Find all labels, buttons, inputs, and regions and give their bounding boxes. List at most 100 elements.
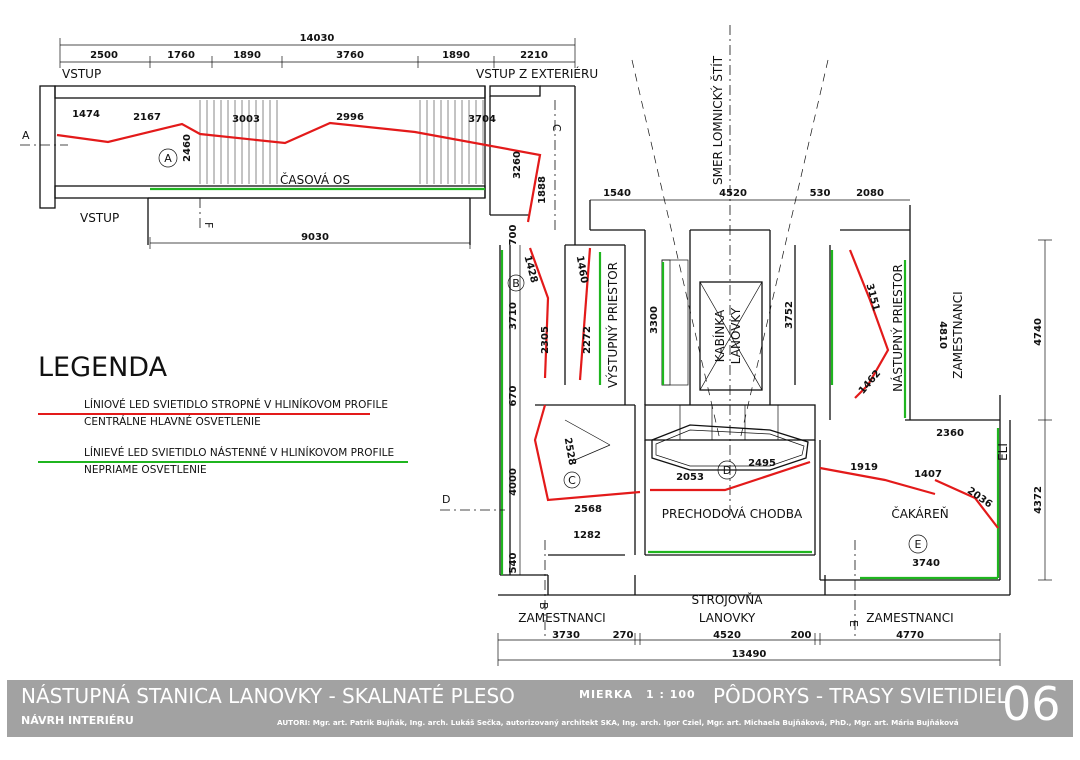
dim-c-run: 1888	[537, 176, 548, 204]
legend-title: LEGENDA	[38, 352, 168, 383]
dim-stair-run-3: 3003	[232, 114, 260, 125]
dim-c-room-3: 1282	[573, 530, 601, 541]
label-entry-bottom-left: VSTUP	[80, 211, 119, 225]
dim-kabinka-side: 3752	[784, 301, 795, 329]
ceiling-light-stairs	[56, 121, 542, 223]
label-corridor: PRECHODOVÁ CHODBA	[662, 506, 803, 521]
top-dimension-chain: 14030 2500 1760 1890 3760 1890 2210	[59, 33, 576, 68]
label-machinery-line1: STROJOVŇA	[692, 592, 764, 607]
dim-nastupny-2: 1462	[857, 368, 883, 396]
dim-stair-height: 2460	[182, 134, 193, 162]
dim-top-seg-1: 2500	[90, 50, 118, 61]
dim-b-1: 700	[508, 225, 519, 246]
legend: LEGENDA LÍNIOVÉ LED SVIETIDLO STROPNÉ V …	[38, 352, 478, 479]
dim-b-5: 540	[508, 553, 519, 574]
dim-top-seg-4: 3760	[336, 50, 364, 61]
section-b-label: B	[537, 602, 550, 610]
label-timeline: ČASOVÁ OS	[280, 172, 350, 187]
dim-d-2: 2495	[748, 458, 776, 469]
dim-vystupny-5: 3300	[649, 306, 660, 334]
wall-lights	[500, 250, 1000, 580]
marker-d	[717, 460, 737, 480]
scale-label: MIERKA	[579, 688, 634, 701]
dim-d-1: 2053	[676, 472, 704, 483]
dim-mid-top-2: 4520	[719, 188, 747, 199]
dim-stair-run-1: 1474	[72, 109, 100, 120]
marker-d-label: D	[723, 464, 731, 477]
dim-cakaren-1: 1919	[850, 462, 878, 473]
dim-vystupny-3: 2305	[540, 326, 551, 354]
dim-cakaren-4: 3740	[912, 558, 940, 569]
label-cabin-line2: LANOVKY	[729, 307, 743, 364]
label-exit-space: VÝSTUPNÝ PRIESTOR	[605, 262, 620, 388]
dim-top-seg-5: 1890	[442, 50, 470, 61]
dim-c-height: 3260	[512, 151, 523, 179]
marker-a	[158, 148, 178, 168]
dim-left-bottom: 9030	[301, 232, 329, 243]
dim-b-3: 670	[508, 386, 519, 407]
dim-cakaren-3: 2036	[965, 485, 994, 510]
dim-b-4: 4000	[508, 468, 519, 496]
dim-top-seg-3: 1890	[233, 50, 261, 61]
dim-right-2: 4372	[1033, 486, 1044, 514]
dim-vystupny-1: 1428	[521, 254, 539, 284]
label-employees-bottom-left: ZAMESTNANCI	[518, 611, 605, 625]
label-entry-exterior: VSTUP Z EXTERIÉRU	[476, 66, 598, 81]
dim-mid-top-4: 2080	[856, 188, 884, 199]
drawing-title: PÔDORYS - TRASY SVIETIDIEL	[713, 684, 1008, 708]
label-machinery-line2: LANOVKY	[699, 611, 756, 625]
project-subtitle: NÁVRH INTERIÉRU	[21, 714, 134, 727]
dim-cakaren-2: 1407	[914, 469, 942, 480]
stair-hall: 9030	[39, 85, 576, 249]
project-title: NÁSTUPNÁ STANICA LANOVKY - SKALNATÉ PLES…	[21, 684, 515, 708]
dim-vystupny-4: 2272	[582, 326, 593, 354]
section-d-label: D	[442, 493, 450, 506]
section-c-label: C	[550, 124, 563, 132]
dim-mid-top-3: 530	[810, 188, 831, 199]
dim-stair-run-4: 2996	[336, 112, 364, 123]
legend-red-line	[38, 413, 370, 415]
dim-c-room-2: 2568	[574, 504, 602, 515]
dim-top-seg-6: 2210	[520, 50, 548, 61]
view-cone-right	[739, 59, 829, 441]
marker-e-label: E	[915, 538, 922, 551]
label-employees-right: ZAMESTNANCI	[951, 291, 965, 378]
label-cabin-line1: KABÍNKA	[712, 309, 727, 362]
dim-vystupny-2: 1460	[574, 255, 590, 284]
dim-bottom-1: 3730	[552, 630, 580, 641]
marker-c-label: C	[568, 474, 576, 487]
dim-bottom-4: 200	[791, 630, 812, 641]
sheet-number: 06	[1002, 677, 1061, 731]
dim-bottom-2: 270	[613, 630, 634, 641]
corridor-frame	[651, 424, 809, 471]
title-block: NÁSTUPNÁ STANICA LANOVKY - SKALNATÉ PLES…	[7, 677, 1073, 737]
station-building	[498, 200, 1011, 596]
floor-plan: 14030 2500 1760 1890 3760 1890 2210 VSTU…	[20, 25, 1052, 666]
marker-a-label: A	[164, 152, 172, 165]
dim-bottom-total: 13490	[732, 649, 767, 660]
marker-e	[908, 534, 928, 554]
marker-b-label: B	[512, 277, 520, 290]
dim-bottom-5: 4770	[896, 630, 924, 641]
label-employees-bottom-right: ZAMESTNANCI	[866, 611, 953, 625]
dim-stair-run-5: 3704	[468, 114, 496, 125]
legend-item-wall-light: LÍNIEVÉ LED SVIETIDLO NÁSTENNÉ V HLINÍKO…	[38, 445, 478, 479]
legend-item-ceiling-light: LÍNIOVÉ LED SVIETIDLO STROPNÉ V HLINÍKOV…	[38, 397, 478, 431]
ceiling-lights	[528, 247, 999, 529]
label-direction: SMER LOMNICKÝ ŠTÍT	[710, 55, 725, 185]
label-elevator: ELI	[996, 443, 1010, 461]
marker-b	[507, 274, 525, 292]
dim-top-total: 14030	[300, 33, 335, 44]
legend-green-text-2: NEPRIAME OSVETLENIE	[84, 464, 207, 476]
label-entry-top-left: VSTUP	[62, 67, 101, 81]
legend-red-text-2: CENTRÁLNE HLAVNÉ OSVETLENIE	[84, 416, 261, 428]
dim-nastupny-1: 3151	[863, 282, 881, 312]
dim-right-inner-2: 2360	[936, 428, 964, 439]
dim-right-1: 4740	[1033, 318, 1044, 346]
authors: AUTORI: Mgr. art. Patrik Bujňák, Ing. ar…	[277, 718, 959, 727]
legend-red-text-1: LÍNIOVÉ LED SVIETIDLO STROPNÉ V HLINÍKOV…	[84, 399, 388, 411]
dim-bottom-3: 4520	[713, 630, 741, 641]
legend-green-text-1: LÍNIEVÉ LED SVIETIDLO NÁSTENNÉ V HLINÍKO…	[84, 447, 395, 459]
dim-top-seg-2: 1760	[167, 50, 195, 61]
label-boarding-space: NÁSTUPNÝ PRIESTOR	[890, 264, 905, 392]
